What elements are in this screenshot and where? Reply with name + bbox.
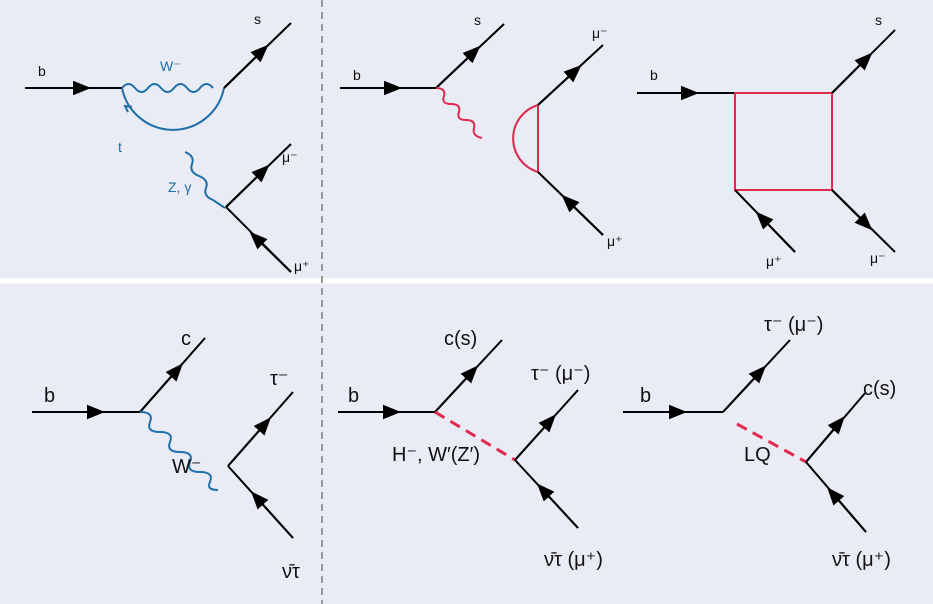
label-s: s (254, 11, 261, 27)
label-c: c (181, 328, 191, 350)
label-w: W⁻ (160, 58, 181, 74)
sm-tree-diagram (32, 337, 294, 539)
label-nu-mu: ν̄τ (μ⁺) (544, 549, 603, 571)
label-s: s (875, 12, 882, 28)
z-photon-propagator (184, 151, 226, 209)
label-b: b (348, 385, 359, 407)
np-boson-propagator (435, 87, 483, 139)
label-b: b (650, 67, 658, 83)
label-mu-minus: μ⁻ (282, 149, 297, 165)
mediator-propagator (434, 410, 516, 462)
w-boson-propagator (121, 83, 214, 93)
label-nu-mu: ν̄τ (μ⁺) (832, 549, 891, 571)
label-w: W⁻ (172, 456, 201, 478)
sm-penguin-diagram (25, 22, 292, 273)
label-s: s (474, 12, 481, 28)
label-b: b (38, 63, 46, 79)
label-tau: τ⁻ (270, 368, 288, 390)
label-tau-mu: τ⁻ (μ⁻) (764, 314, 823, 336)
label-c-s: c(s) (863, 378, 896, 400)
label-b: b (640, 385, 651, 407)
label-z-gamma: Z, γ (168, 179, 191, 195)
label-b: b (44, 385, 55, 407)
np-box (734, 92, 833, 191)
np-penguin-diagram (340, 23, 604, 236)
label-nu: ν̄τ (282, 561, 300, 583)
np-loop (512, 103, 539, 174)
leptoquark-tree-diagram (623, 339, 867, 533)
charged-higgs-tree-diagram (338, 339, 579, 529)
label-mediator: H⁻, W′(Z′) (392, 444, 480, 466)
label-mu-plus: μ⁺ (766, 253, 781, 269)
top-quark-loop (121, 87, 225, 131)
label-t: t (118, 139, 122, 155)
label-mu-minus: μ⁻ (592, 25, 607, 41)
label-lq: LQ (744, 444, 771, 466)
label-c-s: c(s) (444, 328, 477, 350)
label-mu-plus: μ⁺ (294, 258, 309, 274)
w-boson-propagator (139, 411, 219, 491)
label-mu-plus: μ⁺ (607, 233, 622, 249)
label-tau-mu: τ⁻ (μ⁻) (531, 363, 590, 385)
label-b: b (353, 67, 361, 83)
np-box-diagram (637, 29, 896, 253)
lq-propagator (736, 422, 807, 464)
label-mu-minus: μ⁻ (870, 250, 885, 266)
